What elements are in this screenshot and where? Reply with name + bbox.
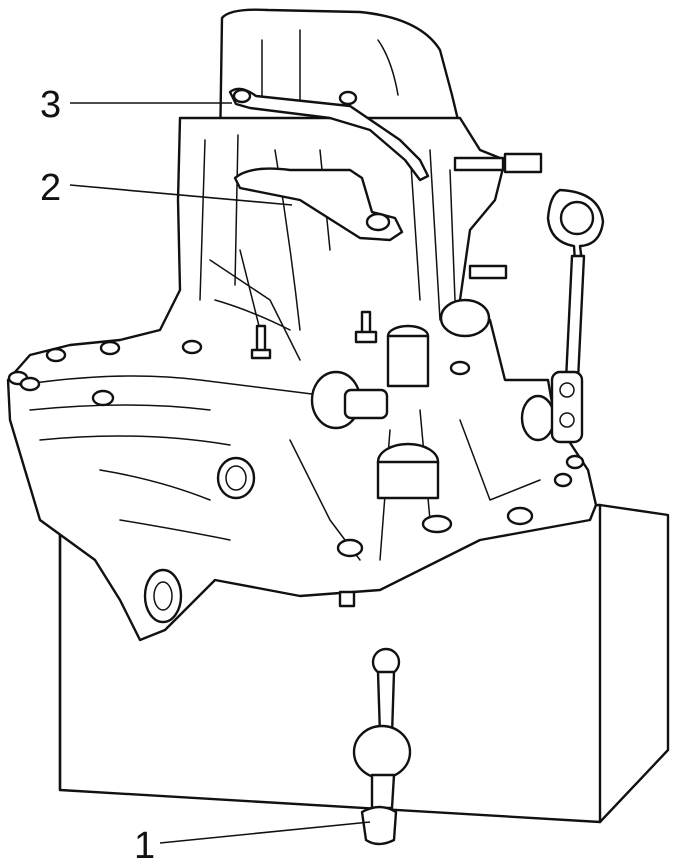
studs xyxy=(250,152,543,360)
lifting-bracket xyxy=(228,87,430,182)
gear-shift-rod xyxy=(352,647,412,846)
transmission-housing xyxy=(6,8,598,642)
mounting-bracket xyxy=(233,167,404,242)
callout-leaders xyxy=(69,102,371,844)
flange-bolts xyxy=(7,339,585,488)
drive-flange xyxy=(143,298,556,624)
callout-label-3: 3 xyxy=(40,84,61,126)
callout-label-2: 2 xyxy=(40,167,61,209)
callout-label-1: 1 xyxy=(134,825,155,862)
shift-lever xyxy=(546,188,605,444)
